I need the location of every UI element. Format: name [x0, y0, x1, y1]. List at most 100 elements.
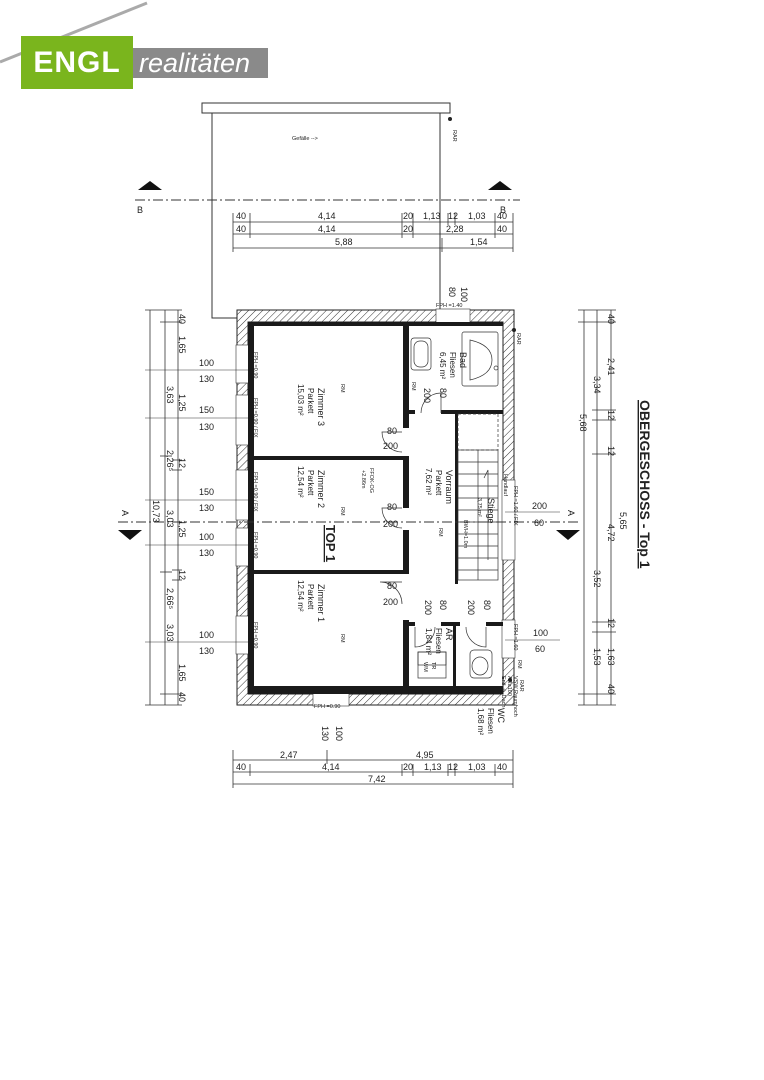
ffok-label: FFOK-OG [368, 468, 374, 493]
vsw-label: VSW Raumhoch [512, 676, 518, 717]
svg-text:4,14: 4,14 [318, 224, 336, 234]
svg-text:6,45 m²: 6,45 m² [438, 352, 447, 379]
svg-text:Fliesen: Fliesen [448, 352, 457, 378]
svg-text:15,03 m²: 15,03 m² [296, 384, 305, 416]
section-marker-icon [138, 181, 162, 190]
svg-text:200: 200 [383, 441, 398, 451]
svg-text:WC: WC [496, 708, 506, 723]
svg-text:60: 60 [534, 518, 544, 528]
fph-top: FPH =1.40 [436, 303, 462, 309]
svg-text:1,53: 1,53 [592, 648, 602, 666]
svg-text:12: 12 [606, 618, 616, 628]
section-a-right-label: A [566, 510, 576, 516]
svg-text:4,14: 4,14 [322, 762, 340, 772]
section-marker-icon [488, 181, 512, 190]
section-a-left-label: A [120, 510, 130, 516]
svg-text:40: 40 [497, 224, 507, 234]
svg-text:3,03: 3,03 [165, 510, 175, 528]
svg-text:12,54 m²: 12,54 m² [296, 466, 305, 498]
svg-text:4,72: 4,72 [606, 524, 616, 542]
svg-text:1,03: 1,03 [468, 762, 486, 772]
svg-text:20: 20 [403, 224, 413, 234]
window-top-100: 100 [459, 287, 469, 302]
room-zimmer-2: Zimmer 2 Parkett 12,54 m² RM [296, 466, 345, 516]
svg-text:FPH =0.90: FPH =0.90 [314, 704, 340, 710]
room-ar: AR Fliesen 1,84 m² [424, 628, 454, 655]
svg-text:130: 130 [199, 374, 214, 384]
svg-text:200: 200 [423, 600, 433, 615]
svg-text:3,52: 3,52 [592, 570, 602, 588]
door-swing-icons [379, 392, 487, 648]
svg-text:Zimmer 2: Zimmer 2 [316, 470, 326, 508]
window-leader-lines [145, 369, 560, 643]
room-vorraum: Vorraum Parkett 7,62 m² RM [424, 468, 454, 537]
dimension-chain-top [232, 213, 514, 252]
svg-text:100: 100 [199, 358, 214, 368]
bwh-label: BWH=1.0m [462, 520, 468, 549]
rar-label: RAR [451, 130, 457, 142]
dimension-bottom-labels: 2,47 4,95 40 4,14 20 1,13 12 1,03 40 7,4… [236, 750, 507, 784]
rar-label: RAR [518, 680, 524, 692]
svg-text:Fliesen: Fliesen [434, 628, 443, 654]
section-marker-icon [556, 530, 580, 540]
svg-text:RM: RM [437, 528, 443, 537]
window-openings [235, 308, 516, 707]
svg-text:5,88: 5,88 [335, 237, 353, 247]
svg-text:1,54: 1,54 [470, 237, 488, 247]
dimension-chain-bottom [232, 750, 514, 788]
brand-logo: ENGL realitäten [0, 0, 300, 100]
section-b-right-label: B [500, 205, 506, 215]
svg-text:12: 12 [448, 211, 458, 221]
svg-text:40: 40 [606, 684, 616, 694]
svg-text:5,68: 5,68 [578, 414, 588, 432]
svg-text:130: 130 [199, 548, 214, 558]
svg-text:20: 20 [403, 762, 413, 772]
svg-text:RM: RM [516, 660, 522, 669]
dimension-chain-left [145, 309, 182, 706]
window-sizes-left: 100 130 150 130 150 130 100 130 100 130 [199, 358, 214, 656]
svg-text:2,28: 2,28 [446, 224, 464, 234]
rar-label: RAR [515, 333, 521, 345]
svg-text:200: 200 [383, 519, 398, 529]
svg-text:10,73: 10,73 [151, 500, 161, 523]
door-gaps [402, 409, 486, 627]
svg-text:80: 80 [387, 581, 397, 591]
svg-text:Parkett: Parkett [306, 470, 315, 496]
bathroom-fixtures [410, 331, 499, 679]
svg-text:7,42: 7,42 [368, 774, 386, 784]
svg-text:80: 80 [438, 600, 448, 610]
svg-text:FPH =0.90 / FIX: FPH =0.90 / FIX [252, 472, 258, 512]
svg-text:Stiege: Stiege [486, 498, 496, 524]
svg-text:3,75 m²: 3,75 m² [476, 498, 482, 517]
window-sill-labels: FPH =0.90 FPH =0.90 / FIX FPH =0.90 / FI… [252, 352, 518, 710]
svg-text:5,65: 5,65 [618, 512, 628, 530]
svg-text:FPH =0.90: FPH =0.90 [252, 622, 258, 648]
svg-text:1,13: 1,13 [423, 211, 441, 221]
svg-text:20: 20 [403, 211, 413, 221]
section-line-b: B B [135, 181, 520, 215]
svg-text:RM: RM [410, 382, 416, 391]
svg-text:12,54 m²: 12,54 m² [296, 580, 305, 612]
svg-text:40: 40 [497, 762, 507, 772]
svg-text:1,63: 1,63 [606, 648, 616, 666]
svg-text:130: 130 [199, 422, 214, 432]
dimension-left-labels: 40 1,65 1,25 12 1,25 12 1,65 40 3,63 2,2… [151, 314, 187, 702]
svg-text:RM: RM [339, 634, 345, 643]
svg-text:12: 12 [177, 458, 187, 468]
svg-text:Parkett: Parkett [434, 470, 443, 496]
svg-text:200: 200 [466, 600, 476, 615]
svg-text:3,63: 3,63 [165, 386, 175, 404]
svg-text:100: 100 [199, 630, 214, 640]
svg-text:1,03: 1,03 [468, 211, 486, 221]
staircase [457, 413, 499, 581]
svg-text:1,65: 1,65 [177, 664, 187, 682]
svg-text:60: 60 [535, 644, 545, 654]
svg-text:40: 40 [606, 314, 616, 324]
dimension-right-labels: 40 2,41 12 12 4,72 12 1,63 40 3,34 5,65 … [578, 314, 628, 694]
svg-text:80: 80 [438, 388, 448, 398]
svg-text:130: 130 [199, 646, 214, 656]
svg-text:100: 100 [533, 628, 548, 638]
plan-title: OBERGESCHOSS - Top 1 [637, 400, 653, 569]
